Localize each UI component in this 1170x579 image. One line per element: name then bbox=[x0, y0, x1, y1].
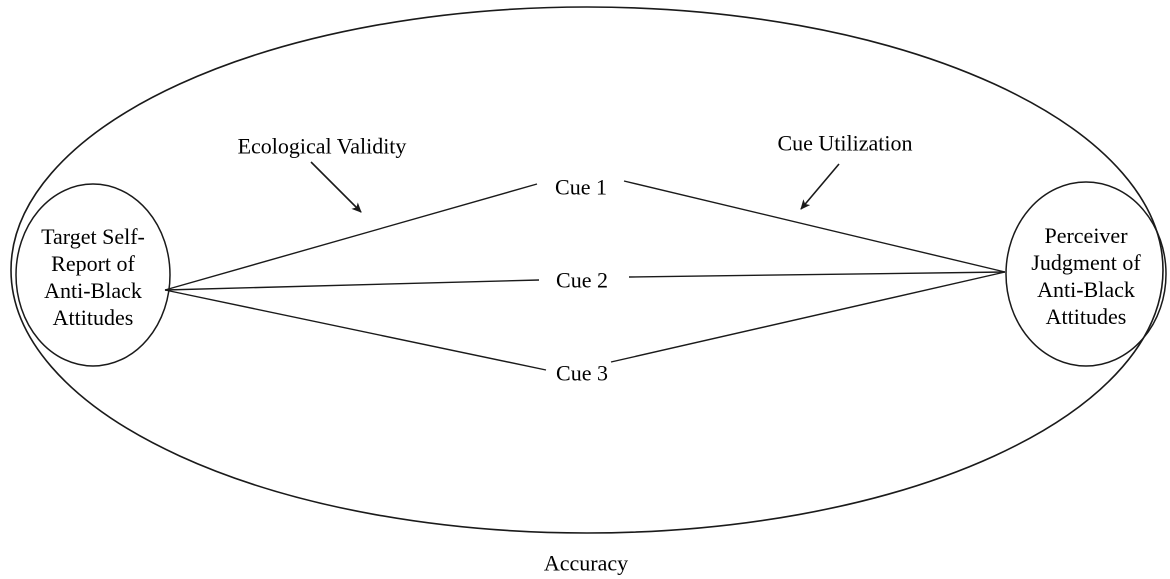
perceiver-node-line: Attitudes bbox=[1045, 304, 1127, 329]
cue-utilization-label: Cue Utilization bbox=[777, 130, 913, 156]
target-node-line: Attitudes bbox=[52, 305, 134, 330]
perceiver-node-line: Anti-Black bbox=[1037, 277, 1135, 302]
perceiver-node-circle bbox=[1005, 181, 1167, 367]
target-node-label: Target Self- Report of Anti-Black Attitu… bbox=[13, 223, 173, 331]
cue-utilization-arrow bbox=[800, 163, 840, 210]
cue3-right-line bbox=[610, 271, 1006, 363]
cue-1-label: Cue 1 bbox=[555, 174, 607, 200]
target-node-line: Report of bbox=[51, 251, 135, 276]
cue-2-label: Cue 2 bbox=[556, 267, 608, 293]
ecological-validity-label: Ecological Validity bbox=[237, 133, 407, 159]
perceiver-node-line: Perceiver bbox=[1044, 223, 1128, 248]
target-node-circle bbox=[15, 183, 171, 367]
target-node-line: Anti-Black bbox=[44, 278, 142, 303]
cue-3-label: Cue 3 bbox=[556, 360, 608, 386]
ecological-validity-arrow bbox=[310, 161, 362, 213]
accuracy-label: Accuracy bbox=[543, 550, 629, 576]
perceiver-node-label: Perceiver Judgment of Anti-Black Attitud… bbox=[1006, 222, 1166, 330]
cue2-left-line bbox=[164, 279, 540, 291]
cue3-left-line bbox=[164, 289, 547, 371]
cue1-right-line bbox=[623, 180, 1006, 273]
cue1-left-line bbox=[164, 183, 538, 291]
outer-ellipse bbox=[10, 6, 1164, 534]
diagram-strokes bbox=[10, 6, 1167, 534]
perceiver-node-line: Judgment of bbox=[1031, 250, 1141, 275]
cue2-right-line bbox=[628, 271, 1006, 278]
target-node-line: Target Self- bbox=[41, 224, 145, 249]
